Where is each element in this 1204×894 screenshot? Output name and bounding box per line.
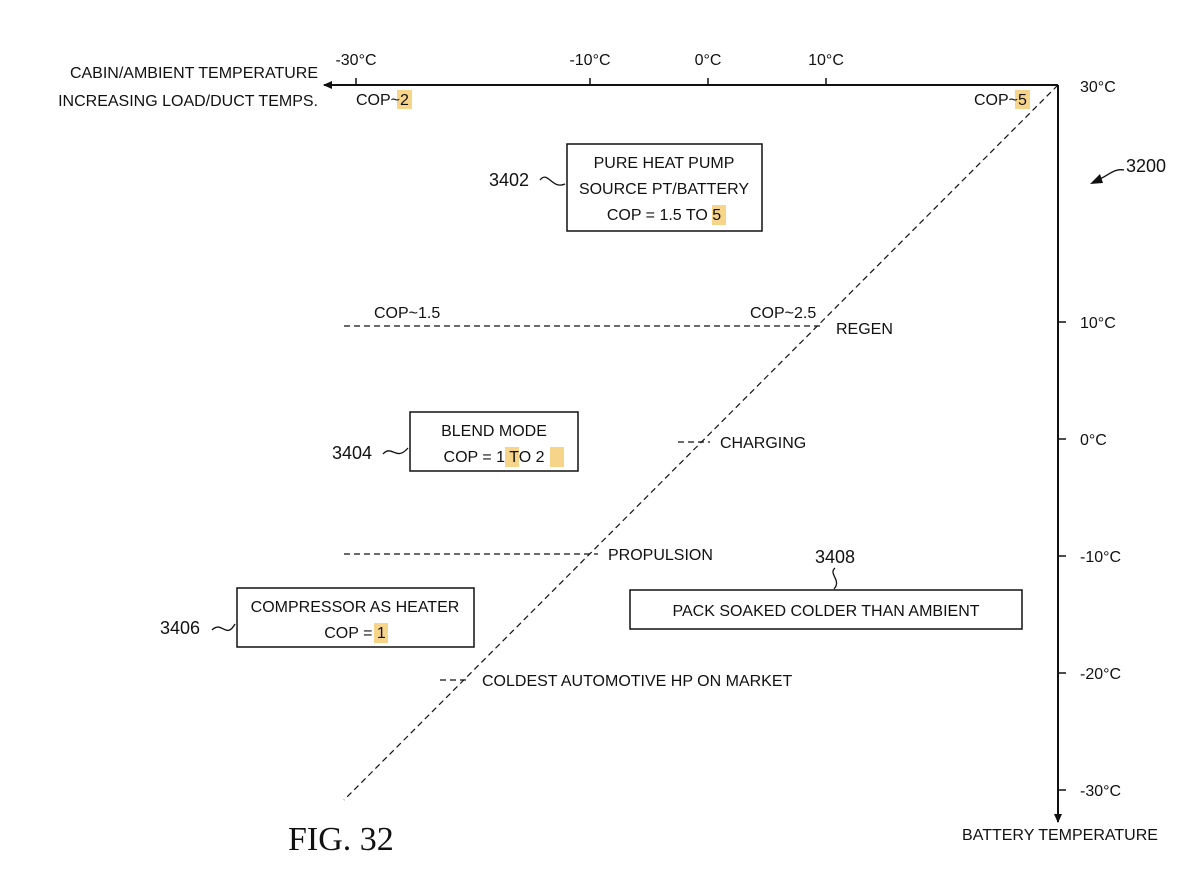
ref-3404: 3404: [332, 443, 372, 463]
ref-3408-leader: [832, 567, 838, 590]
x-tick-label: 0°C: [695, 52, 722, 69]
ref-3408: 3408: [815, 547, 855, 567]
y-tick-label: -10°C: [1080, 549, 1121, 566]
box-3406-highlight: [374, 623, 388, 643]
y-tick-label: -30°C: [1080, 783, 1121, 800]
ref-3402-leader: [539, 176, 566, 186]
figure-caption: FIG. 32: [288, 821, 394, 858]
x-tick-label: 10°C: [808, 52, 844, 69]
box-3402-line2: SOURCE PT/BATTERY: [579, 181, 749, 198]
ref-3406: 3406: [160, 618, 200, 638]
box-3402-line1: PURE HEAT PUMP: [594, 155, 735, 172]
cop-left-label: COP~2: [356, 92, 409, 109]
cop-regen-right-label: COP~2.5: [750, 305, 816, 322]
coldest-label: COLDEST AUTOMOTIVE HP ON MARKET: [482, 673, 793, 690]
charging-label: CHARGING: [720, 435, 806, 452]
y-axis-ticks: [1058, 321, 1066, 791]
box-3404-line2: COP = 1 TO 2: [444, 449, 545, 466]
y-tick-label: 10°C: [1080, 315, 1116, 332]
y-tick-label: 0°C: [1080, 432, 1107, 449]
regen-label: REGEN: [836, 321, 893, 338]
box-3402-highlight: [712, 205, 726, 225]
box-3402-line3: COP = 1.5 TO 5: [607, 207, 721, 224]
cop-left-highlight: [397, 90, 412, 109]
box-3408-line1: PACK SOAKED COLDER THAN AMBIENT: [672, 603, 979, 620]
box-3406-line1: COMPRESSOR AS HEATER: [251, 599, 460, 616]
ref-3404-leader: [382, 447, 409, 455]
box-3406: [236, 587, 475, 648]
x-tick-label: -10°C: [569, 52, 610, 69]
y-tick-label: 30°C: [1080, 79, 1116, 96]
box-3408: [629, 589, 1023, 630]
x-tick-label: -30°C: [335, 52, 376, 69]
box-3404: [409, 411, 579, 472]
cop-regen-left-label: COP~1.5: [374, 305, 440, 322]
figure-ref-3200: 3200: [1126, 156, 1166, 176]
cop-right-label: COP~5: [974, 92, 1027, 109]
y-tick-label: -20°C: [1080, 666, 1121, 683]
propulsion-label: PROPULSION: [608, 547, 713, 564]
ref-3402: 3402: [489, 170, 529, 190]
x-axis-label-line2: INCREASING LOAD/DUCT TEMPS.: [58, 93, 318, 110]
figure-ref-arrowhead: [1090, 174, 1103, 184]
x-axis-label-line1: CABIN/AMBIENT TEMPERATURE: [70, 65, 318, 82]
box-3406-line2: COP = 1: [324, 625, 386, 642]
ref-3406-leader: [211, 623, 236, 631]
cop-right-highlight: [1015, 90, 1030, 109]
y-axis-label: BATTERY TEMPERATURE: [962, 827, 1158, 844]
x-axis-ticks: [355, 78, 827, 85]
box-3404-highlight-2: [550, 447, 564, 467]
box-3402: [566, 143, 763, 232]
box-3404-line1: BLEND MODE: [441, 423, 547, 440]
box-3404-highlight-1: [505, 447, 519, 467]
